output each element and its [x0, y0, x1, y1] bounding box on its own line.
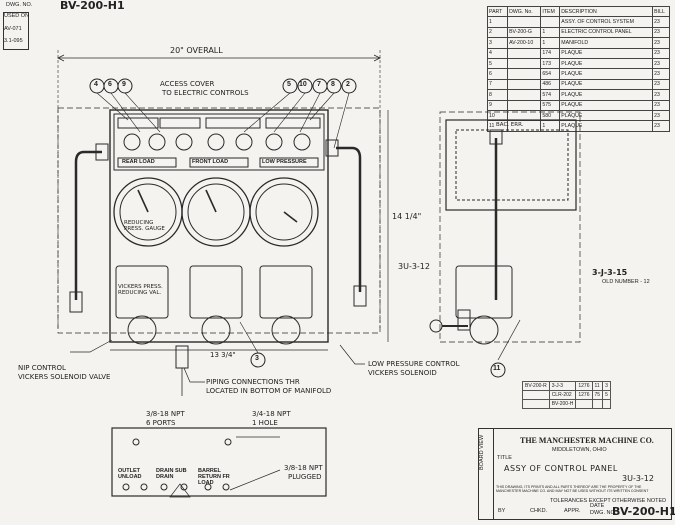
property-notice: THIS DRAWING, ITS PRINTS AND ALL PARTS T… — [496, 485, 649, 494]
front-load-plaque: FRONT LOAD — [192, 159, 229, 165]
access-cover-label: ACCESS COVER — [160, 80, 215, 88]
balloon-3: 3 — [255, 355, 259, 362]
overall-dimension: 20" OVERALL — [170, 46, 223, 55]
used-on-1: AV-071 — [4, 26, 22, 32]
title-dwg-label: DWG. NO. — [590, 510, 617, 516]
piping-label-2: LOCATED IN BOTTOM OF MANIFOLD — [206, 387, 332, 395]
reducing-gauge-label: REDUCING PRESS. GAUGE — [124, 220, 165, 232]
lp-solenoid-label: VICKERS SOLENOID — [368, 369, 437, 377]
low-pressure-plaque: LOW PRESSURE — [262, 159, 307, 165]
piping-label-1: PIPING CONNECTIONS THR — [206, 378, 300, 386]
tolerance-note: TOLERANCES EXCEPT OTHERWISE NOTED — [550, 498, 667, 504]
to-controls-label: TO ELECTRIC CONTROLS — [162, 89, 249, 97]
field-appr: APPR. — [564, 508, 581, 514]
field-by: BY — [498, 508, 506, 514]
revision-row: BV-200-H — [522, 399, 611, 409]
balloon-11: 11 — [493, 365, 501, 372]
vickers-valve-label: VICKERS PRESS. REDUCING VAL. — [118, 284, 163, 296]
nip-control-label: NIP CONTROL — [18, 364, 66, 372]
side-top-label: BAC. ERR. — [496, 122, 524, 128]
title-ref: 3U-3-12 — [622, 474, 654, 483]
field-date: DATE — [590, 503, 605, 509]
rear-load-plaque: REAR LOAD — [122, 159, 155, 165]
npt-1-label: 3/4-18 NPT — [252, 410, 291, 418]
used-on-2: 3.1-095 — [4, 38, 23, 44]
height-dimension: 14 1/4" — [392, 212, 422, 221]
nip-solenoid-label: VICKERS SOLENOID VALVE — [18, 373, 111, 381]
board-view-label: BOARD VIEW — [479, 434, 485, 470]
bottom-drain-label: DRAIN SUB DRAIN — [156, 468, 187, 480]
side-sub-label: OLD NUMBER - 12 — [602, 279, 650, 285]
header-dwg-number: BV-200-H1 — [60, 0, 125, 12]
bottom-outlet-label: OUTLET UNLOAD — [118, 468, 142, 480]
ports-6-label: 6 PORTS — [146, 419, 176, 427]
ref-3u-label: 3U-3-12 — [398, 262, 430, 271]
npt-6-label: 3/8-18 NPT — [146, 410, 185, 418]
balloon-2: 2 — [346, 81, 350, 88]
balloon-10: 10 — [299, 81, 307, 88]
plugged-npt-label: 3/8-18 NPT — [284, 464, 323, 472]
drawing-title: ASSY OF CONTROL PANEL — [504, 464, 618, 473]
balloon-8: 8 — [331, 81, 335, 88]
field-chkd: CHKD. — [530, 508, 548, 514]
bottom-barrel-label: BARREL RETURN FR LOAD — [198, 468, 230, 486]
balloon-9: 9 — [122, 81, 126, 88]
header-dwg-label: DWG. NO. — [6, 2, 33, 8]
plugged-label: PLUGGED — [288, 473, 322, 481]
balloon-4: 4 — [94, 81, 98, 88]
bottom-dimension: 13 3/4" — [210, 351, 236, 359]
side-ref-label: 3-J-3-15 — [592, 268, 628, 277]
title-label: TITLE — [497, 455, 512, 461]
hole-1-label: 1 HOLE — [252, 419, 278, 427]
balloon-5: 5 — [287, 81, 291, 88]
used-on-label: USED ON — [4, 13, 30, 19]
title-dwg-number: BV-200-H1 — [612, 505, 675, 518]
balloon-6: 6 — [108, 81, 112, 88]
company-city: MIDDLETOWN, OHIO — [552, 447, 607, 453]
title-side-strip — [478, 428, 494, 520]
lp-control-label: LOW PRESSURE CONTROL — [368, 360, 460, 368]
balloon-7: 7 — [317, 81, 321, 88]
header-used-on-block — [3, 12, 29, 50]
company-name: THE MANCHESTER MACHINE CO. — [520, 436, 654, 445]
